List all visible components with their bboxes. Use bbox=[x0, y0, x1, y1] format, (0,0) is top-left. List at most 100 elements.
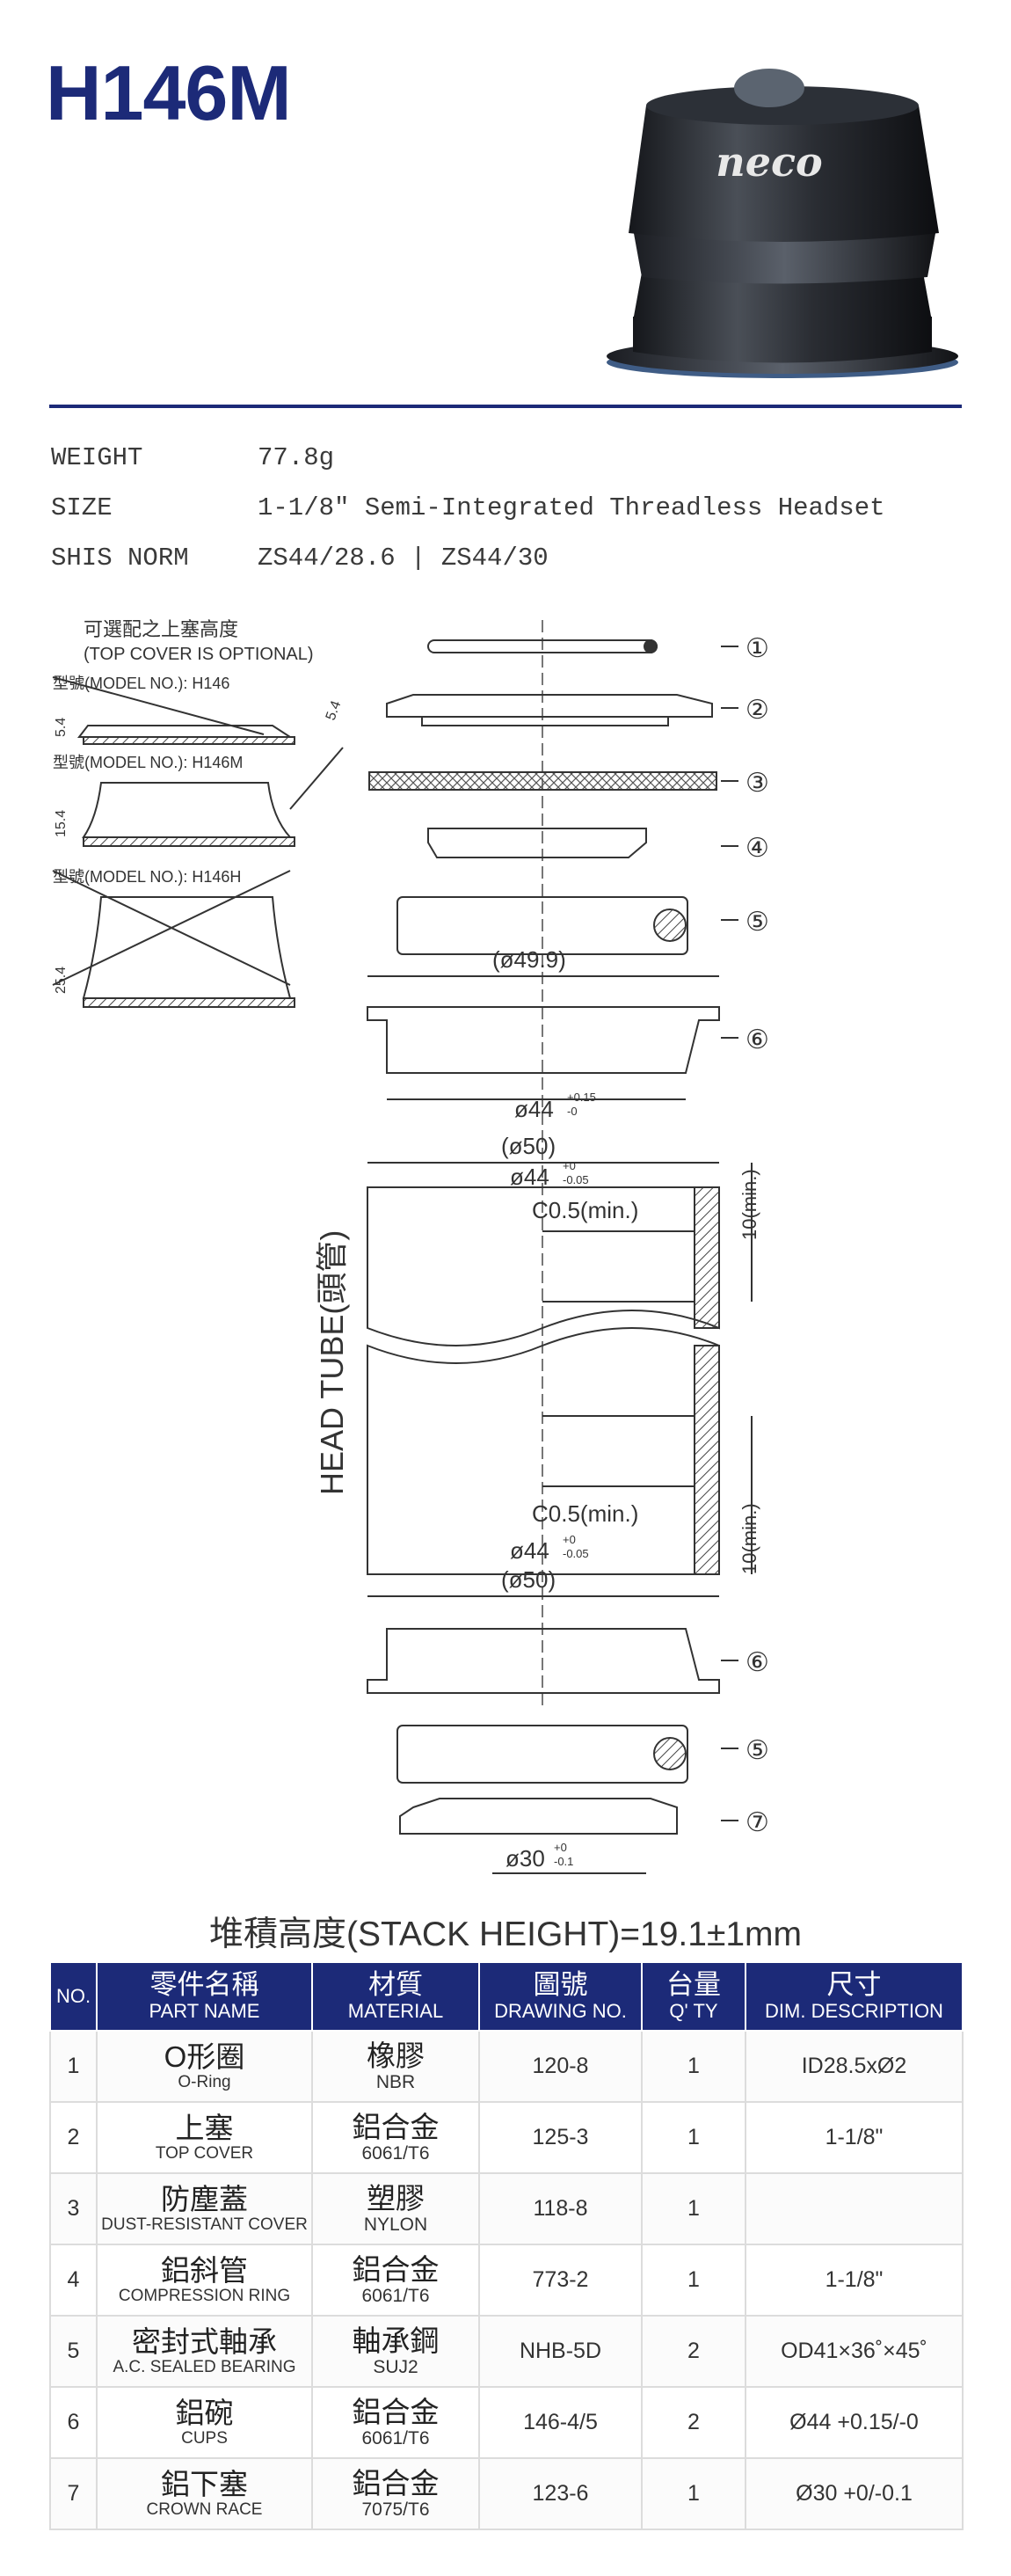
dim-tube-inner-bottom-tol-minus: -0.05 bbox=[563, 1547, 589, 1560]
cell-dim: Ø44 +0.15/-0 bbox=[745, 2386, 964, 2459]
model-h146-shape bbox=[76, 725, 294, 738]
head-tube-label: HEAD TUBE(頭管) bbox=[314, 1230, 350, 1495]
model-label-h146h: 型號(MODEL NO.): H146H bbox=[53, 868, 241, 886]
part-cup-bottom bbox=[367, 1628, 720, 1694]
spec-label: SIZE bbox=[51, 493, 113, 522]
callout-5a: ⑤ bbox=[746, 908, 769, 937]
dim-tube-outer-bottom: (ø50) bbox=[501, 1566, 556, 1593]
callout-7: ⑦ bbox=[746, 1808, 769, 1837]
callout-6a: ⑥ bbox=[746, 1025, 769, 1054]
spec-label: SHIS NORM bbox=[51, 544, 189, 573]
cell-dim bbox=[745, 2172, 964, 2245]
cell-qty: 1 bbox=[641, 2457, 746, 2530]
model-height-h146: 5.4 bbox=[54, 718, 69, 737]
cell-qty: 1 bbox=[641, 2101, 746, 2174]
product-title: H146M bbox=[46, 49, 292, 136]
dim-cup-fit-tol-plus: +0.15 bbox=[567, 1091, 596, 1104]
spec-row-weight: WEIGHT 77.8g bbox=[51, 433, 885, 483]
chamfer-top: C0.5(min.) bbox=[532, 1197, 638, 1223]
cell-drawing: 123-6 bbox=[478, 2457, 643, 2530]
part-bearing-bottom bbox=[396, 1725, 688, 1784]
part-top-cover bbox=[386, 694, 713, 718]
head-tube-wall-top bbox=[694, 1186, 720, 1329]
cross-out-h146h-b bbox=[52, 870, 291, 986]
dim-tube-inner-tol-plus: +0 bbox=[563, 1159, 576, 1172]
part-bearing-top bbox=[396, 896, 688, 955]
spec-row-size: SIZE 1-1/8" Semi-Integrated Threadless H… bbox=[51, 483, 885, 533]
cell-no: 3 bbox=[49, 2172, 98, 2245]
o-ring-section bbox=[644, 639, 658, 653]
model-h146h-shape bbox=[82, 896, 292, 999]
stack-height: 堆積高度(STACK HEIGHT)=19.1±1mm bbox=[208, 1916, 803, 1953]
dim-crown-race: ø30 bbox=[506, 1845, 545, 1872]
callout-3: ③ bbox=[746, 769, 769, 798]
cell-no: 6 bbox=[49, 2386, 98, 2459]
cell-dim: 1-1/8" bbox=[745, 2244, 964, 2317]
callout-1: ① bbox=[746, 634, 769, 663]
cell-qty: 1 bbox=[641, 2030, 746, 2103]
part-cup-top bbox=[367, 1006, 720, 1074]
cell-qty: 1 bbox=[641, 2244, 746, 2317]
model-height-h146h: 25.4 bbox=[54, 967, 69, 994]
callout-2: ② bbox=[746, 696, 769, 725]
spec-value: 1-1/8" Semi-Integrated Threadless Headse… bbox=[258, 493, 885, 522]
callout-4: ④ bbox=[746, 834, 769, 863]
cell-dim: 1-1/8" bbox=[745, 2101, 964, 2174]
bearing-ball-top bbox=[653, 909, 687, 942]
dim-tube-inner-bottom-tol-plus: +0 bbox=[563, 1533, 576, 1546]
model-h146-seal bbox=[83, 736, 295, 745]
cell-qty: 1 bbox=[641, 2172, 746, 2245]
cell-dim: OD41×36˚×45˚ bbox=[745, 2315, 964, 2388]
exploded-drawing: 可選配之上塞高度 (TOP COVER IS OPTIONAL) 型號(MODE… bbox=[52, 618, 769, 1874]
head-tube-bottom bbox=[367, 1327, 720, 1575]
cell-no: 7 bbox=[49, 2457, 98, 2530]
head-tube-top bbox=[367, 1186, 720, 1346]
model-label-h146m: 型號(MODEL NO.): H146M bbox=[53, 754, 243, 771]
model-h146m-shape bbox=[82, 782, 293, 838]
spec-value: 77.8g bbox=[258, 443, 335, 472]
spec-list: WEIGHT 77.8g SIZE 1-1/8" Semi-Integrated… bbox=[51, 433, 885, 583]
dim-tube-inner-top: ø44 bbox=[510, 1164, 549, 1190]
model-h146m-seal bbox=[83, 836, 295, 847]
cell-dim: Ø30 +0/-0.1 bbox=[745, 2457, 964, 2530]
spec-row-norm: SHIS NORM ZS44/28.6 | ZS44/30 bbox=[51, 533, 885, 583]
header-no: NO. bbox=[49, 1961, 98, 2032]
model-height-h146m: 15.4 bbox=[54, 810, 69, 837]
cell-no: 1 bbox=[49, 2030, 98, 2103]
cell-drawing: 120-8 bbox=[478, 2030, 643, 2103]
cell-qty: 2 bbox=[641, 2386, 746, 2459]
depth-min-bottom: 10(min.) bbox=[738, 1503, 760, 1574]
cell-dim: ID28.5xØ2 bbox=[745, 2030, 964, 2103]
cell-no: 5 bbox=[49, 2315, 98, 2388]
cell-drawing: 118-8 bbox=[478, 2172, 643, 2245]
dim-tube-inner-tol-minus: -0.05 bbox=[563, 1173, 589, 1186]
spec-label: WEIGHT bbox=[51, 443, 143, 472]
part-crown-race bbox=[399, 1798, 678, 1835]
callout-6b: ⑥ bbox=[746, 1648, 769, 1677]
callout-5b: ⑤ bbox=[746, 1736, 769, 1765]
top-cover-height: 5.4 bbox=[324, 699, 345, 723]
